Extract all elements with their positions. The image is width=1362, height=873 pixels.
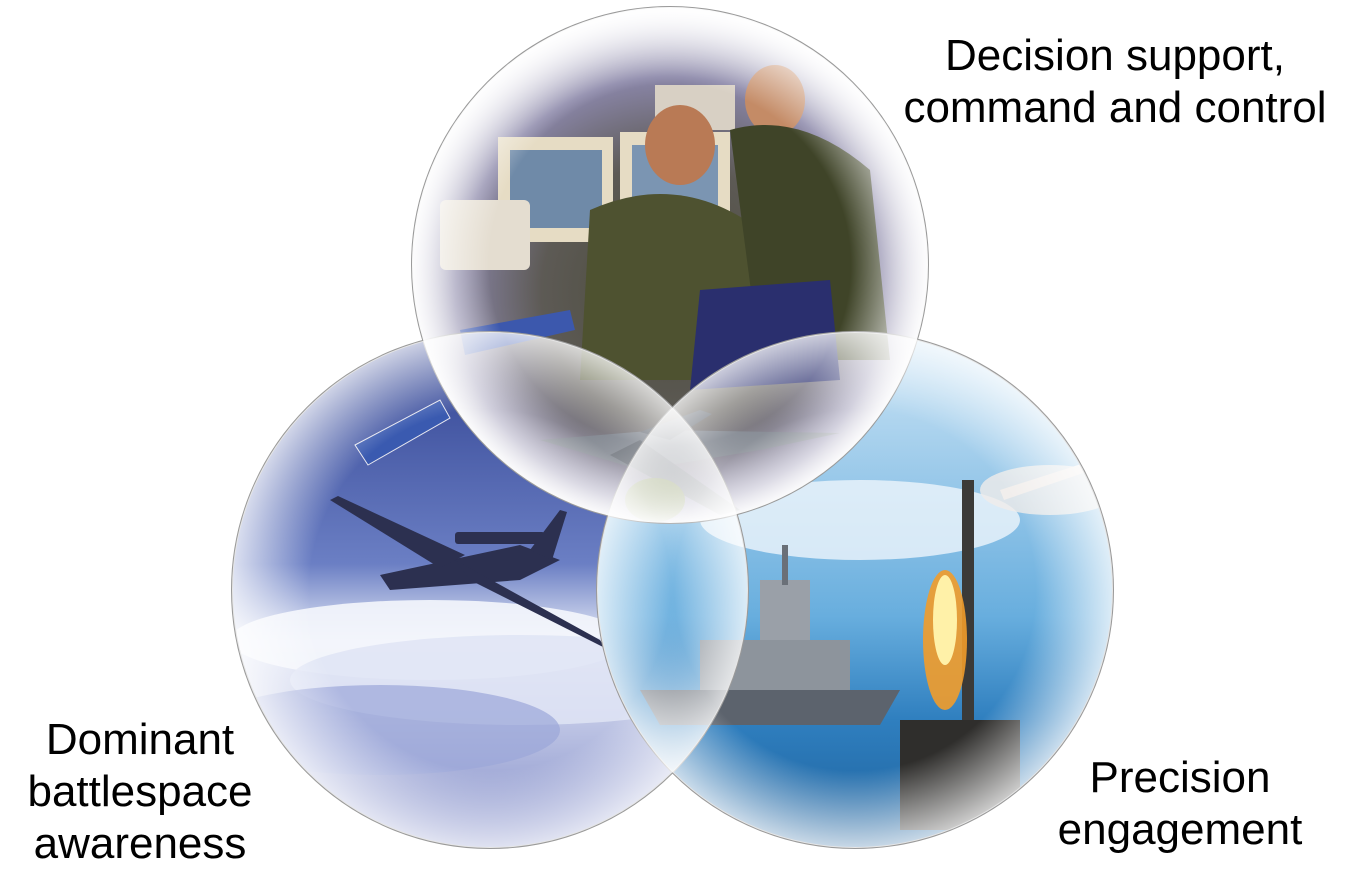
label-line: Dominant bbox=[45, 715, 235, 764]
label-line: engagement bbox=[1057, 805, 1303, 854]
label-line: awareness bbox=[33, 819, 247, 868]
left-circle-fade bbox=[232, 332, 748, 848]
label-line: Precision bbox=[1089, 753, 1271, 802]
right-circle-fade bbox=[597, 332, 1113, 848]
label-precision-engagement: Precision engagement bbox=[1030, 752, 1330, 856]
label-line: battlespace bbox=[27, 767, 253, 816]
label-decision-support: Decision support, command and control bbox=[880, 30, 1350, 134]
label-line: Decision support, bbox=[945, 31, 1285, 80]
label-line: command and control bbox=[903, 83, 1327, 132]
label-battlespace-awareness: Dominant battlespace awareness bbox=[0, 714, 280, 870]
